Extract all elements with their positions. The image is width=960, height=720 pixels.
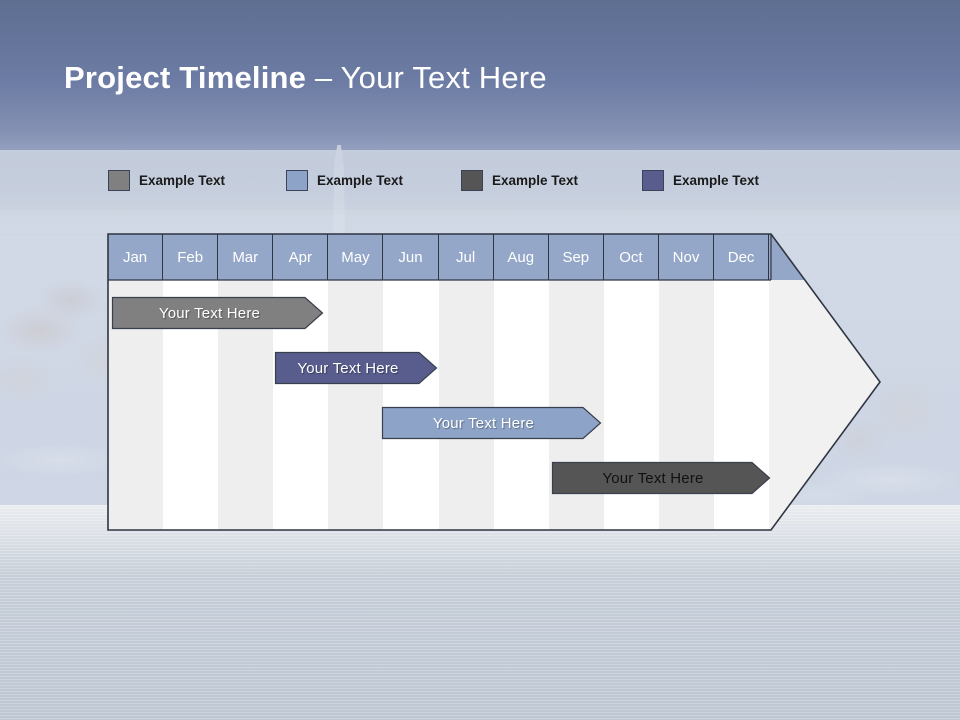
legend-item-label: Example Text [139,173,226,188]
month-header-sep[interactable]: Sep [548,234,604,280]
month-header-nov[interactable]: Nov [658,234,715,280]
legend-swatch-icon [642,170,664,191]
legend-item-label: Example Text [492,173,579,188]
legend-swatch-icon [461,170,483,191]
legend-item-label: Example Text [317,173,404,188]
timeline-bar-2[interactable]: Your Text Here [275,352,437,384]
month-header-apr[interactable]: Apr [273,234,329,280]
page-title-bold: Project Timeline [64,60,307,95]
timeline-bar-1[interactable]: Your Text Here [112,297,323,329]
month-header-jul[interactable]: Jul [438,234,494,280]
timeline-bar-label: Your Text Here [432,414,535,432]
timeline-bar-label: Your Text Here [297,359,399,377]
timeline-column-aug [493,280,549,530]
legend-swatch-icon [108,170,130,191]
month-header-feb[interactable]: Feb [163,234,219,280]
timeline-column-jun [383,280,439,530]
month-header-aug[interactable]: Aug [493,234,549,280]
timeline-column-may [328,280,384,530]
legend-item-3[interactable]: Example Text [461,170,578,191]
page-title: Project Timeline – Your Text Here [64,60,547,96]
month-header-dec[interactable]: Dec [714,234,770,280]
legend-item-1[interactable]: Example Text [108,170,225,191]
month-header-mar[interactable]: Mar [218,234,274,280]
legend-item-2[interactable]: Example Text [286,170,403,191]
timeline-arrow-outline [107,233,881,531]
legend-swatch-icon [286,170,308,191]
timeline-column-jul [438,280,494,530]
timeline-bar-outline [381,406,602,440]
legend-item-label: Example Text [673,173,760,188]
month-header-jan[interactable]: Jan [108,234,164,280]
timeline-bar-3[interactable]: Your Text Here [382,407,601,439]
legend: Example Text Example Text Example Text Exam… [108,170,848,194]
month-header-may[interactable]: May [328,234,384,280]
timeline-bar-outline [111,296,324,330]
timeline-bar-label: Your Text Here [602,469,704,487]
timeline-bar-outline [274,351,438,385]
month-header-jun[interactable]: Jun [383,234,439,280]
page-title-separator: – [306,60,341,95]
month-header-oct[interactable]: Oct [603,234,659,280]
timeline-bar-4[interactable]: Your Text Here [552,462,770,494]
page-title-light: Your Text Here [340,60,547,95]
timeline-bar-label: Your Text Here [158,304,261,322]
timeline-bar-outline [551,461,771,495]
legend-item-4[interactable]: Example Text [642,170,759,191]
